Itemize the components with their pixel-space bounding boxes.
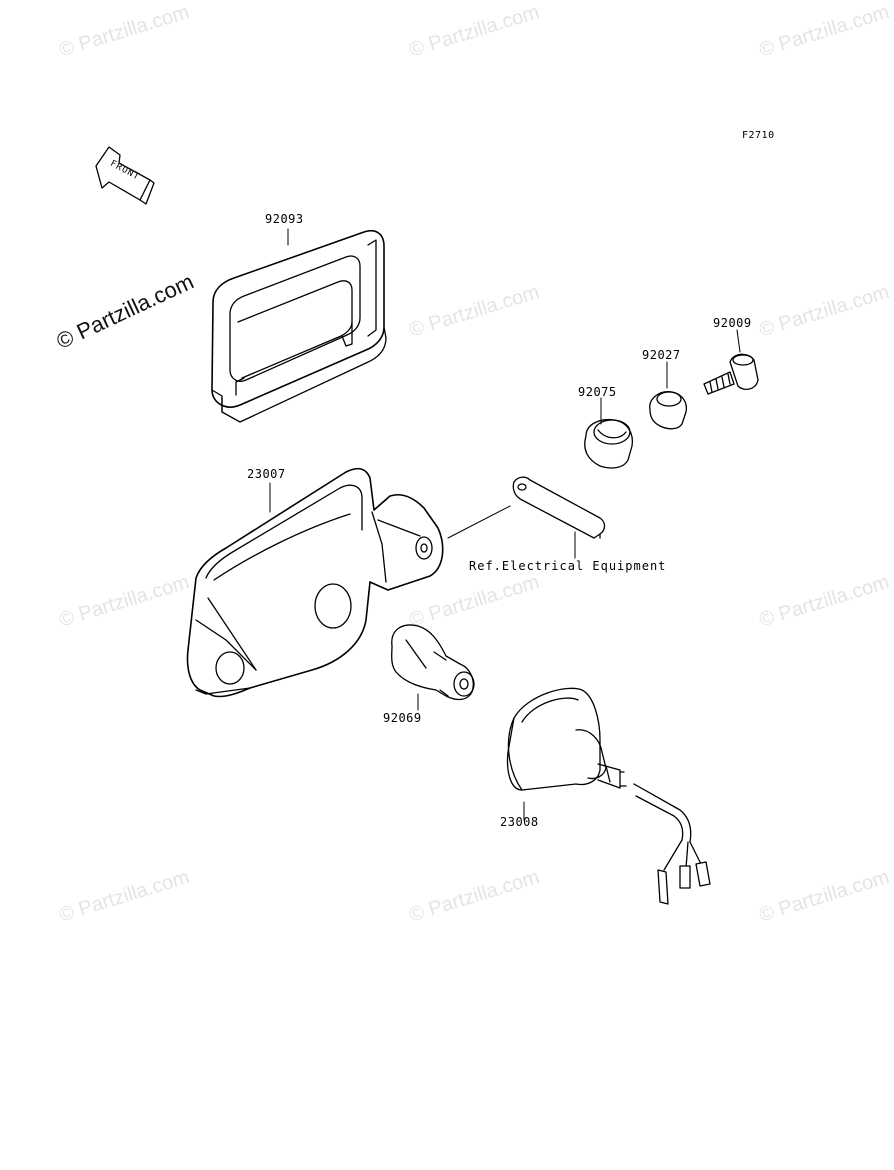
- collar-92027: [649, 391, 688, 430]
- part-label-92075: 92075: [578, 385, 617, 399]
- bolt-92009: [703, 353, 759, 395]
- grommet-92075: [584, 418, 634, 469]
- leader-lines: [269, 228, 741, 821]
- bracket-ref: [512, 476, 606, 539]
- part-label-92027: 92027: [642, 348, 681, 362]
- part-label-23008: 23008: [500, 815, 539, 829]
- part-label-92069: 92069: [383, 711, 422, 725]
- part-label-23007: 23007: [247, 467, 286, 481]
- bezel-frame-92093: [211, 230, 387, 423]
- wire-harness: [633, 783, 711, 905]
- front-arrow-icon: [95, 146, 155, 205]
- bulb-92069: [391, 624, 475, 701]
- part-label-92009: 92009: [713, 316, 752, 330]
- sealed-beam-23008: [506, 687, 627, 791]
- reference-note: Ref.Electrical Equipment: [469, 559, 667, 573]
- headlight-housing-23007: [186, 467, 444, 698]
- part-label-92093: 92093: [265, 212, 304, 226]
- figure-code: F2710: [742, 130, 775, 141]
